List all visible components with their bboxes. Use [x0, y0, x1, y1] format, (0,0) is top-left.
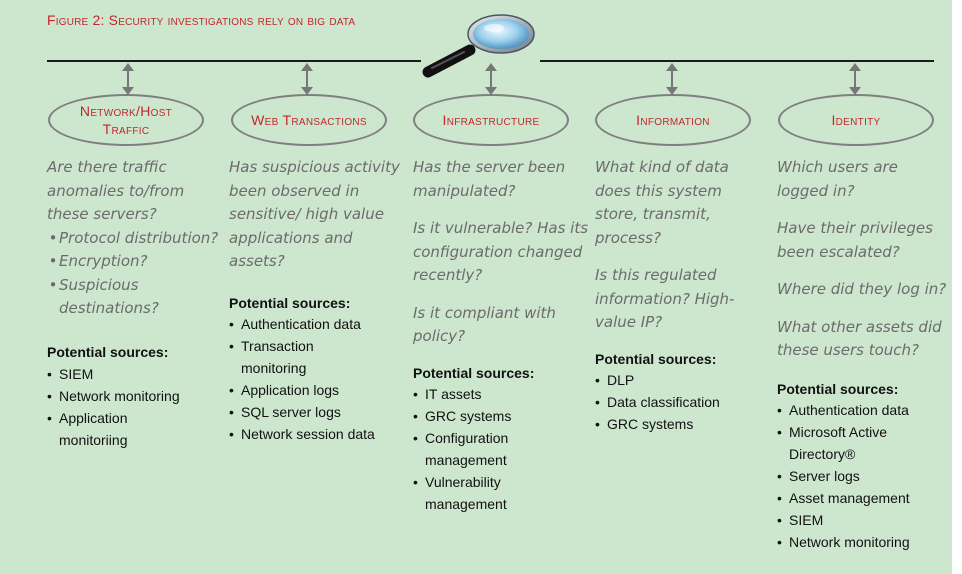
source-item: •DLP — [595, 371, 635, 388]
page-margin — [952, 0, 962, 574]
sources-heading: Potential sources: — [229, 294, 351, 311]
source-item: •GRC systems — [413, 407, 512, 424]
source-item: •Application monitoriing — [47, 409, 128, 448]
question: Has the server been manipulated? — [413, 158, 566, 200]
source-item: •SQL server logs — [229, 403, 341, 420]
source-item: •SIEM — [777, 511, 824, 528]
oval-label: Infrastructure — [442, 112, 540, 128]
question: Where did they log in? — [777, 280, 947, 298]
source-item: •Vulnerability management — [413, 473, 507, 512]
oval-identity: Identity — [778, 94, 934, 146]
column-network-host-traffic: Are there traffic anomalies to/from thes… — [47, 156, 225, 451]
question: Is it compliant with policy? — [413, 303, 556, 346]
column-identity: Which users are logged in? Have their pr… — [777, 156, 949, 553]
oval-label: Identity — [831, 112, 881, 128]
source-item: •Data classification — [595, 393, 720, 410]
source-item: •SIEM — [47, 365, 94, 382]
source-item: •Server logs — [777, 467, 860, 484]
question: Is it vulnerable? Has its configuration … — [413, 219, 589, 284]
source-item: •GRC systems — [595, 415, 694, 432]
double-arrow-icon — [122, 63, 134, 95]
sources-heading: Potential sources: — [777, 380, 899, 397]
source-item: •Network monitoring — [47, 387, 180, 404]
question: What kind of data does this system store… — [595, 158, 729, 247]
column-infrastructure: Has the server been manipulated? Is it v… — [413, 156, 589, 515]
sources-heading: Potential sources: — [595, 350, 717, 367]
timeline-right — [540, 60, 934, 62]
column-information: What kind of data does this system store… — [595, 156, 760, 435]
question: What other assets did these users touch? — [777, 317, 942, 360]
double-arrow-icon — [666, 63, 678, 95]
source-item: •Microsoft Active Directory® — [777, 423, 888, 462]
source-item: •Asset management — [777, 489, 910, 506]
magnifying-glass-icon — [422, 14, 535, 78]
source-item: •Authentication data — [229, 315, 361, 332]
sources-heading: Potential sources: — [47, 343, 169, 360]
oval-label: Information — [636, 112, 710, 128]
question: Are there traffic anomalies to/from thes… — [47, 158, 185, 223]
question: Have their privileges been escalated? — [777, 219, 933, 261]
timeline-left — [47, 60, 421, 62]
oval-label: Web Transactions — [251, 112, 367, 128]
double-arrow-icon — [301, 63, 313, 95]
double-arrow-icon — [849, 63, 861, 95]
source-item: •IT assets — [413, 385, 482, 402]
oval-web-transactions: Web Transactions — [231, 94, 387, 146]
oval-label-line: Network/Host — [79, 103, 173, 119]
oval-infrastructure: Infrastructure — [413, 94, 569, 146]
source-item: •Application logs — [229, 381, 340, 398]
source-item: •Network session data — [229, 425, 375, 442]
figure-title: Figure 2: Security investigations rely o… — [47, 12, 356, 28]
question-bullet: •Encryption? — [48, 252, 148, 270]
question-bullet: •Suspicious destinations? — [48, 275, 159, 318]
oval-information: Information — [595, 94, 751, 146]
source-item: •Network monitoring — [777, 533, 910, 550]
question: Is this regulated information? High-valu… — [595, 266, 735, 331]
double-arrow-icon — [485, 63, 497, 95]
source-item: •Configuration management — [413, 429, 509, 468]
oval-label-line: Traffic — [102, 121, 150, 137]
source-item: •Authentication data — [777, 401, 909, 418]
sources-heading: Potential sources: — [413, 364, 535, 381]
question-bullet: •Protocol distribution? — [48, 228, 219, 247]
question: Has suspicious activity been observed in… — [229, 158, 400, 270]
question: Which users are logged in? — [777, 158, 898, 200]
source-item: •Transaction monitoring — [229, 337, 314, 376]
column-web-transactions: Has suspicious activity been observed in… — [229, 156, 401, 445]
